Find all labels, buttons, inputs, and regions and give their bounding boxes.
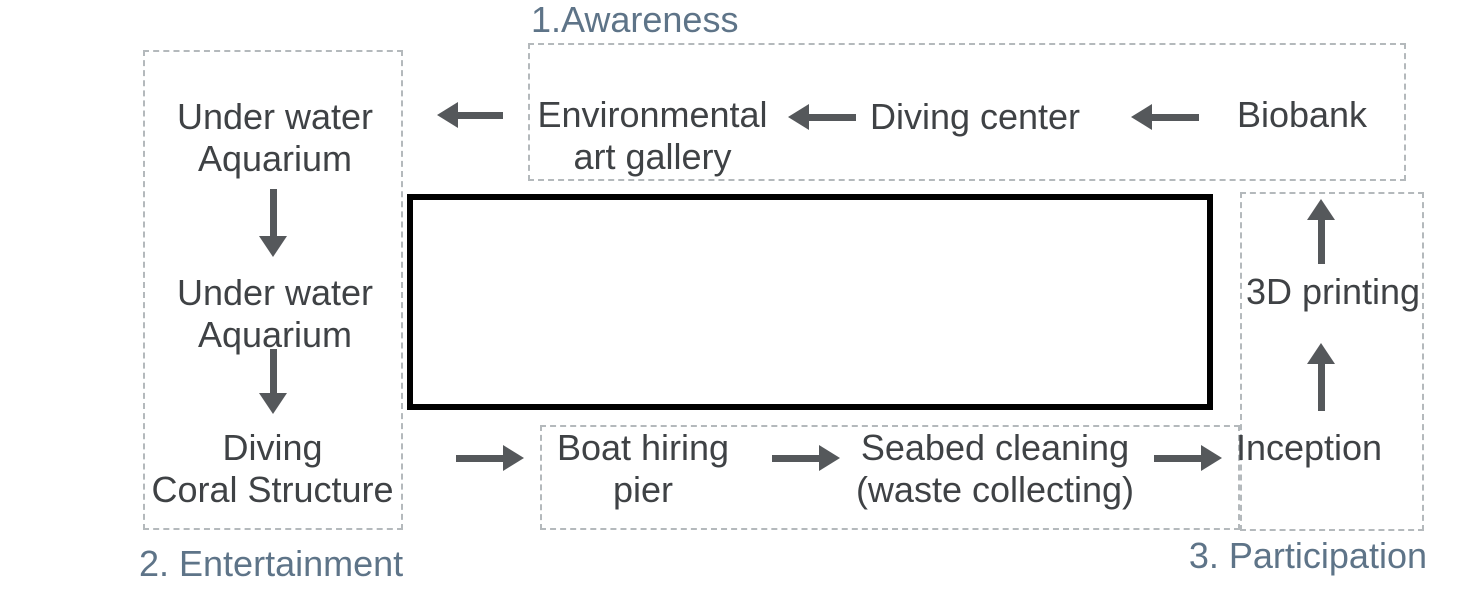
node-boat-hiring-pier: Boat hiring pier [556,427,730,510]
phase-label-participation: 3. Participation [1188,535,1427,576]
node-seabed-cleaning: Seabed cleaning (waste collecting) [855,427,1135,510]
phase-label-awareness: 1.Awareness [531,0,739,40]
node-underwater-aquarium-2: Under water Aquarium [176,272,374,355]
participation-group-box [1240,192,1424,531]
phase-label-entertainment: 2. Entertainment [139,543,404,584]
participation-bottom-group-box [540,425,1240,530]
node-environmental-art-gallery: Environmental art gallery [537,94,768,177]
arrow-biobank-to-diving-center [1131,104,1199,130]
arrow-diving-center-to-art-gallery [788,104,856,130]
arrow-aquarium1-to-aquarium2 [258,189,288,257]
arrow-inception-to-3d-printing [1306,343,1336,411]
node-underwater-aquarium-1: Under water Aquarium [176,96,374,179]
arrow-3d-printing-to-awareness [1306,199,1336,264]
entertainment-group-box [143,50,403,530]
awareness-group-box [528,43,1406,181]
node-diving-center: Diving center [869,96,1081,137]
node-3d-printing: 3D printing [1245,271,1421,312]
node-biobank: Biobank [1236,94,1368,135]
node-diving-coral-structure: Diving Coral Structure [151,427,394,510]
arrow-aquarium2-to-diving-coral [258,349,288,414]
arrow-seabed-cleaning-to-inception [1154,445,1222,471]
arrow-boat-hiring-to-seabed-cleaning [772,445,840,471]
central-placeholder-box [407,194,1213,410]
arrow-diving-coral-to-boat-hiring [456,445,524,471]
arrow-art-gallery-to-underwater-aquarium [437,102,503,128]
node-inception: Inception [1235,427,1383,468]
